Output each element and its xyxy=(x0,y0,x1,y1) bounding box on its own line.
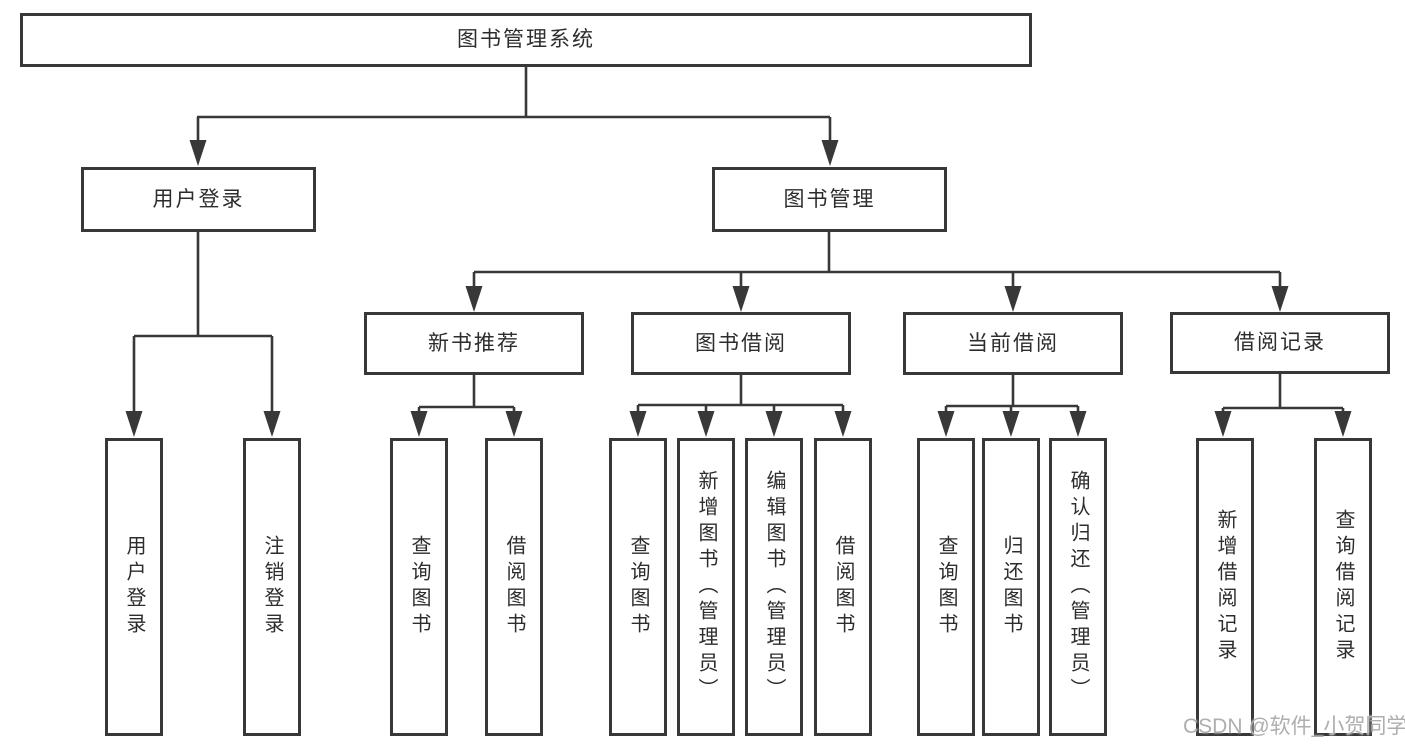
connector-root xyxy=(189,67,839,166)
node-book-management: 图书管理 xyxy=(712,167,947,232)
leaf-confirm-return-admin: 确认归还（管理员） xyxy=(1049,438,1107,736)
connector-user-login xyxy=(125,232,281,437)
leaf-query-borrow-record: 查询借阅记录 xyxy=(1314,438,1372,736)
connector-book-borrow xyxy=(629,374,852,437)
connector-book-management xyxy=(465,232,1289,312)
leaf-query-books-current: 查询图书 xyxy=(917,438,975,736)
leaf-edit-books-admin: 编辑图书（管理员） xyxy=(745,438,803,736)
leaf-query-books-borrow: 查询图书 xyxy=(609,438,667,736)
node-user-login: 用户登录 xyxy=(81,167,316,232)
node-borrow-records: 借阅记录 xyxy=(1170,312,1390,374)
csdn-watermark: CSDN @软件_小贺同学 xyxy=(1183,715,1405,738)
leaf-logout: 注销登录 xyxy=(243,438,301,736)
leaf-return-books: 归还图书 xyxy=(982,438,1040,736)
leaf-add-books-admin: 新增图书（管理员） xyxy=(677,438,735,736)
node-current-borrow: 当前借阅 xyxy=(903,312,1123,375)
node-book-borrow: 图书借阅 xyxy=(631,312,851,375)
leaf-user-login: 用户登录 xyxy=(105,438,163,736)
connector-new-book-recommend xyxy=(410,374,523,437)
leaf-borrow-books-recommend: 借阅图书 xyxy=(485,438,543,736)
node-new-book-recommend: 新书推荐 xyxy=(364,312,584,375)
leaf-borrow-books: 借阅图书 xyxy=(814,438,872,736)
connector-current-borrow xyxy=(937,374,1087,437)
leaf-query-books-recommend: 查询图书 xyxy=(390,438,448,736)
node-root-library-system: 图书管理系统 xyxy=(20,13,1032,67)
connector-borrow-records xyxy=(1214,374,1352,437)
leaf-add-borrow-record: 新增借阅记录 xyxy=(1196,438,1254,736)
